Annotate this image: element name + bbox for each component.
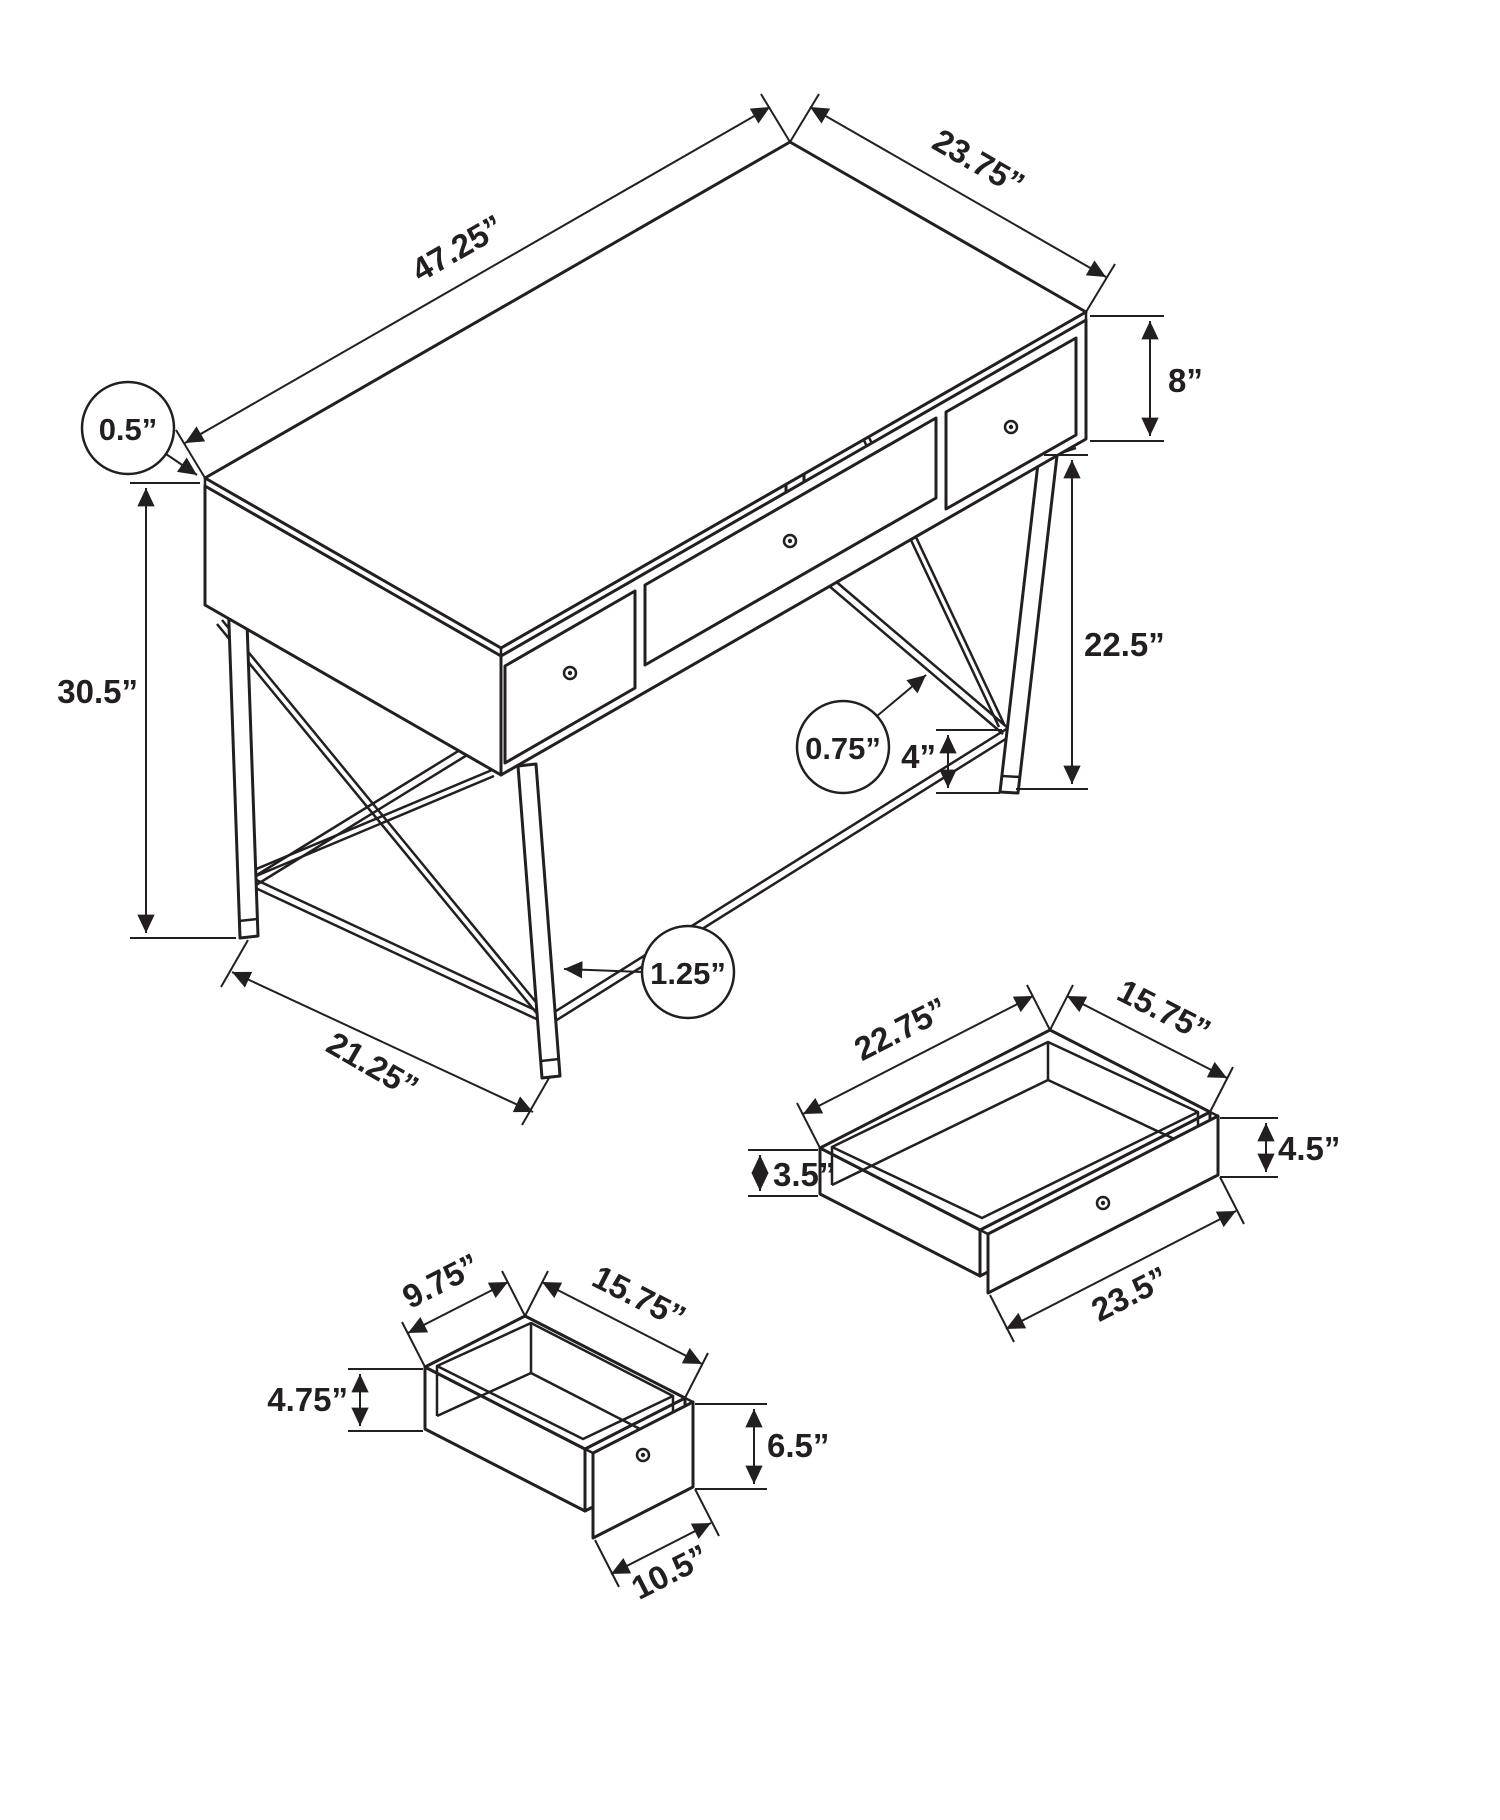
drawer-knob-center-dot (787, 538, 793, 544)
left-stretcher (251, 876, 549, 1018)
dim-label-overall-height: 30.5” (57, 673, 138, 710)
large-drawer-knob-dot (1100, 1200, 1106, 1206)
dim-label-ld-width: 22.75” (848, 990, 953, 1068)
small-drawer-panel-joint-1 (584, 1447, 594, 1455)
ext-base-depth-1 (220, 939, 249, 988)
front-stretcher-b (551, 733, 1013, 1025)
dimline-top-depth (809, 106, 1107, 278)
small-drawer-detail: 9.75” 15.75” 4.75” 6.5” 10.5” (267, 1246, 829, 1607)
dim-label-sd-side: 4.75” (267, 1381, 348, 1418)
dim-label-sd-front-h: 6.5” (767, 1427, 829, 1464)
dimline-sd-depth (541, 1281, 703, 1365)
dim-label-stretcher-diameter: 0.75” (805, 731, 881, 766)
ext-ld-front-w-1 (989, 1294, 1015, 1343)
dim-label-sd-depth: 15.75” (587, 1258, 692, 1336)
dimline-sd-width (407, 1281, 509, 1334)
dimline-ld-depth (1066, 995, 1228, 1079)
ext-sd-width-2 (501, 1270, 526, 1317)
dim-label-sd-width: 9.75” (396, 1246, 485, 1316)
desk-dimensions: 47.25” 23.75” 0.5” 8” 30.5” 22.5” 0.75” (57, 93, 1203, 1126)
leg-back-left-foot (238, 917, 258, 923)
dim-label-ld-front-h: 4.5” (1278, 1130, 1340, 1167)
ext-top-depth-1 (789, 93, 820, 143)
dim-label-ld-depth: 15.75” (1112, 972, 1217, 1050)
ext-sd-width-1 (401, 1321, 426, 1368)
large-drawer-floor (831, 1078, 1199, 1187)
dim-label-leg-height: 22.5” (1084, 626, 1165, 663)
dimline-ld-front-w (1005, 1210, 1237, 1330)
small-drawer-knob-dot (640, 1452, 646, 1458)
ext-ld-width-1 (796, 1102, 821, 1149)
dimline-ld-width (802, 995, 1034, 1115)
small-drawer-front-panel (591, 1400, 695, 1540)
left-stretcher-b (248, 883, 546, 1025)
dimline-base-depth (231, 971, 534, 1113)
ext-ld-front-w-2 (1219, 1176, 1245, 1225)
ext-ld-depth-1 (1049, 984, 1074, 1031)
dimline-top-length (184, 106, 771, 444)
ext-ld-depth-2 (1209, 1066, 1234, 1113)
leg-front-right (998, 444, 1060, 795)
small-drawer-panel-joint-2 (684, 1396, 694, 1404)
ext-top-length-1 (175, 429, 206, 479)
front-stretcher (547, 726, 1009, 1018)
dim-label-ld-side: 3.5” (773, 1156, 835, 1193)
callout-stretcher-diameter (795, 699, 891, 795)
legs (226, 444, 1060, 1080)
left-brace-diagonal-2 (255, 774, 495, 878)
leader-stretcher-diameter (876, 674, 927, 717)
left-brace-diagonal-2b (253, 768, 493, 872)
ext-top-length-2 (760, 93, 791, 143)
dimline-sd-front-w (610, 1522, 712, 1575)
ext-sd-depth-1 (524, 1270, 549, 1317)
left-brace-diagonal-1b (216, 623, 540, 1017)
ext-sd-front-w-2 (694, 1488, 720, 1537)
ext-top-depth-2 (1085, 263, 1116, 313)
dim-label-sd-front-w: 10.5” (625, 1537, 714, 1607)
dim-label-leg-diameter: 1.25” (650, 956, 726, 991)
ext-base-depth-2 (521, 1077, 550, 1126)
dim-label-ld-front-w: 23.5” (1085, 1259, 1174, 1329)
ext-sd-front-w-1 (594, 1539, 620, 1588)
apron-left-face (203, 484, 503, 777)
dim-label-top-length: 47.25” (405, 207, 509, 289)
leader-top-thickness (165, 453, 198, 476)
ext-ld-width-2 (1026, 984, 1051, 1031)
drawer-knob-left-dot (567, 670, 573, 676)
drawer-fronts (503, 336, 1078, 765)
dim-label-top-depth: 23.75” (927, 121, 1031, 203)
large-drawer-panel-joint-1 (979, 1228, 989, 1236)
leg-front-left (516, 762, 562, 1080)
leg-front-right-foot (1001, 774, 1021, 779)
large-drawer-detail: 22.75” 15.75” 3.5” 4.5” 23.5” (748, 972, 1340, 1343)
dim-label-top-thickness: 0.5” (99, 412, 158, 447)
small-drawer-floor (436, 1371, 674, 1448)
dim-label-stretcher-height: 4” (901, 738, 936, 775)
dim-label-bank-height: 8” (1168, 362, 1203, 399)
leader-leg-diameter (563, 961, 643, 979)
leg-back-left (226, 592, 260, 940)
leg-front-left-foot (540, 1057, 560, 1063)
callout-top-thickness (80, 380, 176, 476)
ext-sd-depth-2 (684, 1352, 709, 1399)
large-drawer-panel-joint-2 (1209, 1110, 1219, 1118)
drawer-knob-right-dot (1008, 424, 1014, 430)
